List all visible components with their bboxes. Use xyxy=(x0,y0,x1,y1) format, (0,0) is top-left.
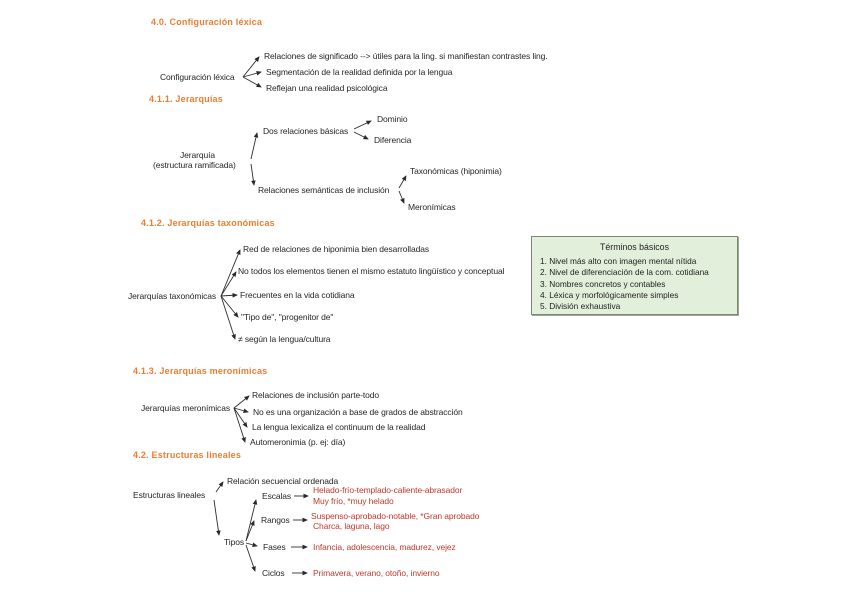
node-jerarquias-taxonomicas: Jerarquías taxonómicas xyxy=(128,291,217,301)
type-ciclos: Ciclos xyxy=(262,568,285,578)
terms-item: 1. Nivel más alto con imagen mental níti… xyxy=(540,256,697,266)
branch-tipo-de-progenitor-de: "Tipo de", "progenitor de" xyxy=(241,312,334,322)
terms-item: 5. División exhaustiva xyxy=(540,301,621,312)
node-jerarquia-line2: (estructura ramificada) xyxy=(153,160,236,170)
terms-item: 4. Léxica y morfológicamente simples xyxy=(540,289,679,300)
leaf-dominio: Dominio xyxy=(377,114,408,124)
example-rangos-1: Suspenso-aprobado-notable, *Gran aprobad… xyxy=(311,511,480,521)
section-heading-4-2: 4.2. Estructuras lineales xyxy=(133,450,242,460)
type-fases: Fases xyxy=(263,542,286,552)
leaf-taxonomicas-hiponimia: Taxonómicas (hiponimia) xyxy=(410,166,502,176)
branch-segmentacion-realidad: Segmentación de la realidad definida por… xyxy=(266,67,453,77)
leaf-meronimicas: Meronímicas xyxy=(408,202,456,212)
example-ciclos-1: Primavera, verano, otoño, invierno xyxy=(313,568,440,578)
terms-item: 3. Nombres concretos y contables xyxy=(540,278,666,289)
section-heading-4-1-2: 4.1.2. Jerarquías taxonómicas xyxy=(141,218,275,228)
branch-red-hiponimia: Red de relaciones de hiponimia bien desa… xyxy=(243,244,429,254)
branch-segun-lengua-cultura: ≠ según la lengua/cultura xyxy=(238,334,331,344)
type-escalas: Escalas xyxy=(262,491,292,501)
branch-dos-relaciones-basicas: Dos relaciones básicas xyxy=(263,126,349,136)
branch-realidad-psicologica: Reflejan una realidad psicológica xyxy=(266,83,388,93)
branch-relaciones-semanticas-inclusion: Relaciones semánticas de inclusión xyxy=(258,185,390,195)
terms-box: Términos básicos 1. Nivel más alto con i… xyxy=(531,236,738,315)
node-jerarquia-line1: Jerarquía xyxy=(180,150,216,160)
terms-box-list: 1. Nivel más alto con imagen mental níti… xyxy=(540,256,709,312)
branch-inclusion-parte-todo: Relaciones de inclusión parte-todo xyxy=(252,390,380,400)
branch-relaciones-significado: Relaciones de significado --> útiles par… xyxy=(264,51,548,61)
branch-no-organizacion-abstraccion: No es una organización a base de grados … xyxy=(253,407,463,417)
section-heading-4-0: 4.0. Configuración léxica xyxy=(151,17,263,27)
node-configuracion-lexica: Configuración léxica xyxy=(160,72,235,82)
terms-box-title: Términos básicos xyxy=(600,242,669,252)
branch-lengua-lexicaliza-continuum: La lengua lexicaliza el continuum de la … xyxy=(252,422,426,432)
branch-automeronimia: Automeronimia (p. ej: día) xyxy=(250,437,346,447)
branch-relacion-secuencial-ordenada: Relación secuencial ordenada xyxy=(227,476,339,486)
branch-frecuentes-vida-cotidiana: Frecuentes en la vida cotidiana xyxy=(240,290,355,300)
example-fases-1: Infancia, adolescencia, madurez, vejez xyxy=(313,542,456,552)
section-heading-4-1-3: 4.1.3. Jerarquías meronímicas xyxy=(133,366,268,376)
node-jerarquias-meronimicas: Jerarquías meronímicas xyxy=(141,403,230,413)
example-rangos-2: Charca, laguna, lago xyxy=(313,521,390,531)
terms-item: 2. Nivel de diferenciación de la com. co… xyxy=(540,267,709,278)
example-escalas-1: Helado-frío-templado-caliente-abrasador xyxy=(313,485,463,495)
leaf-diferencia: Diferencia xyxy=(374,135,412,145)
type-rangos: Rangos xyxy=(261,515,290,525)
section-heading-4-1-1: 4.1.1. Jerarquías xyxy=(149,94,223,104)
example-escalas-2: Muy frío, *muy helado xyxy=(313,496,394,506)
branch-estatuto-linguistico: No todos los elementos tienen el mismo e… xyxy=(238,266,505,276)
node-tipos: Tipos xyxy=(224,537,244,547)
node-estructuras-lineales: Estructuras lineales xyxy=(133,490,206,500)
